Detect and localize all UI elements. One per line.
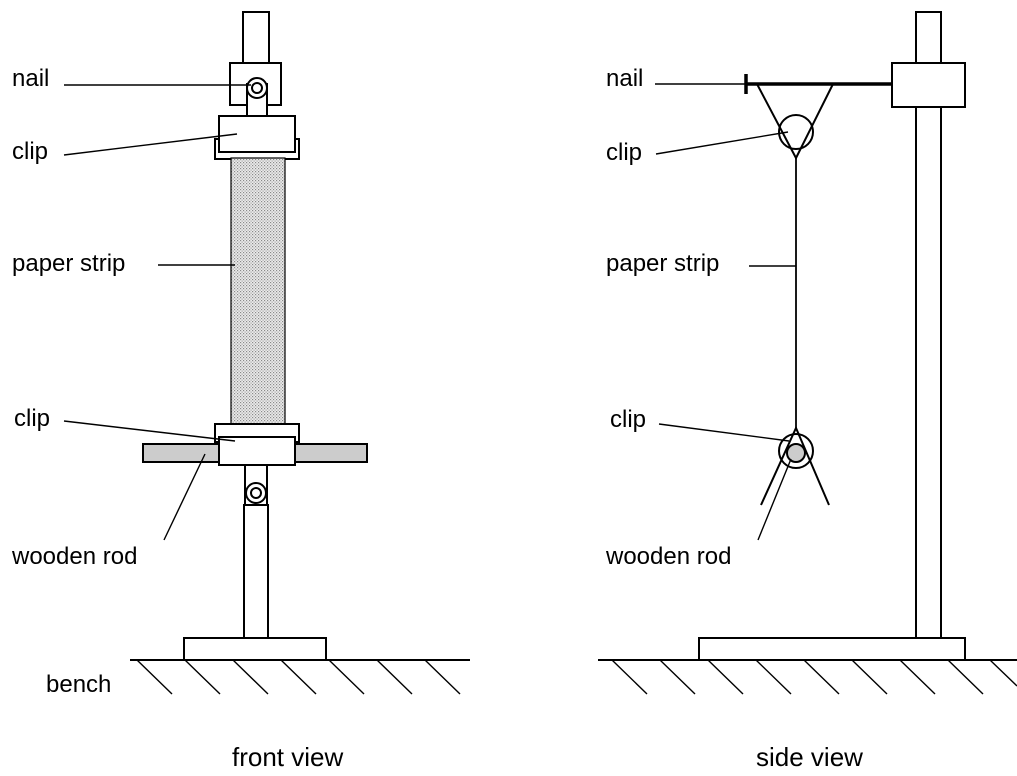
front-label-bench: bench bbox=[46, 671, 111, 698]
front-stand-rod bbox=[243, 504, 269, 639]
front-label-clip-bottom: clip bbox=[14, 405, 50, 432]
front-clip-bottom-leader bbox=[63, 420, 236, 442]
front-stand-base bbox=[183, 637, 327, 661]
front-stand-upright-top bbox=[242, 11, 270, 65]
side-boss bbox=[891, 62, 966, 108]
side-clip-top-leader bbox=[655, 131, 789, 155]
side-wooden-rod bbox=[786, 443, 806, 463]
side-view-caption: side view bbox=[756, 742, 863, 772]
side-clip-top bbox=[778, 114, 814, 150]
side-label-paper-strip: paper strip bbox=[606, 250, 719, 277]
side-wooden-rod-leader bbox=[757, 458, 792, 541]
side-view: nail clip paper strip clip wooden rod si… bbox=[598, 11, 1017, 772]
side-stand-rod-top bbox=[915, 11, 942, 65]
front-clip-top-leader bbox=[63, 133, 238, 156]
side-clip-bottom bbox=[778, 433, 814, 469]
side-stand-base bbox=[698, 637, 966, 661]
side-clip-top-arms bbox=[756, 83, 834, 161]
front-lower-nail-centre bbox=[250, 487, 262, 499]
front-clip-bottom bbox=[218, 436, 296, 466]
side-clip-bottom-leader bbox=[658, 423, 790, 442]
front-label-paper-strip: paper strip bbox=[12, 250, 125, 277]
front-label-clip-top: clip bbox=[12, 138, 48, 165]
front-label-nail: nail bbox=[12, 65, 49, 92]
side-label-nail: nail bbox=[606, 65, 643, 92]
side-clip-bottom-arms bbox=[760, 425, 830, 506]
front-nail-centre bbox=[251, 82, 263, 94]
side-label-clip-bottom: clip bbox=[610, 406, 646, 433]
side-bench-hatching bbox=[611, 659, 1017, 695]
front-view-caption: front view bbox=[232, 742, 343, 772]
side-stand-rod bbox=[915, 105, 942, 639]
front-wooden-rod-leader bbox=[163, 453, 206, 541]
front-view: nail clip paper strip clip wooden rod be… bbox=[11, 11, 470, 772]
front-label-wooden-rod: wooden rod bbox=[11, 543, 137, 570]
front-clip-top bbox=[218, 115, 296, 153]
front-paper-strip bbox=[230, 157, 286, 427]
side-label-wooden-rod: wooden rod bbox=[605, 543, 731, 570]
front-bench-hatching bbox=[136, 659, 461, 695]
side-label-clip-top: clip bbox=[606, 139, 642, 166]
